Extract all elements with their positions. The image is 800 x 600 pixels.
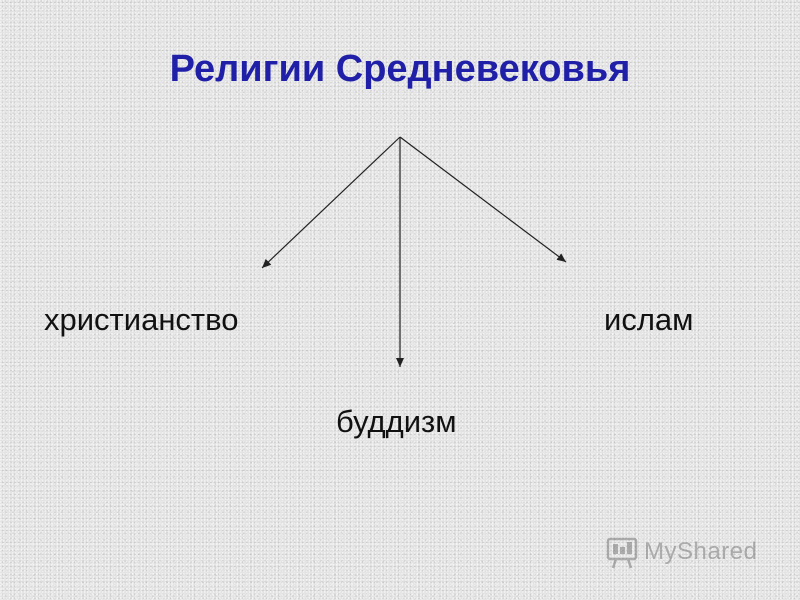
myshared-logo-icon (606, 537, 638, 569)
arrow-to-islam (399, 136, 567, 263)
buddhism-label: буддизм (336, 404, 457, 439)
arrow-to-christianity (261, 136, 401, 269)
watermark-text: MyShared (644, 538, 758, 565)
slide-title: Религии Средневековья (169, 48, 631, 90)
christianity-label: христианство (44, 302, 239, 337)
watermark: MyShared (606, 535, 757, 569)
islam-label: ислам (604, 302, 694, 337)
